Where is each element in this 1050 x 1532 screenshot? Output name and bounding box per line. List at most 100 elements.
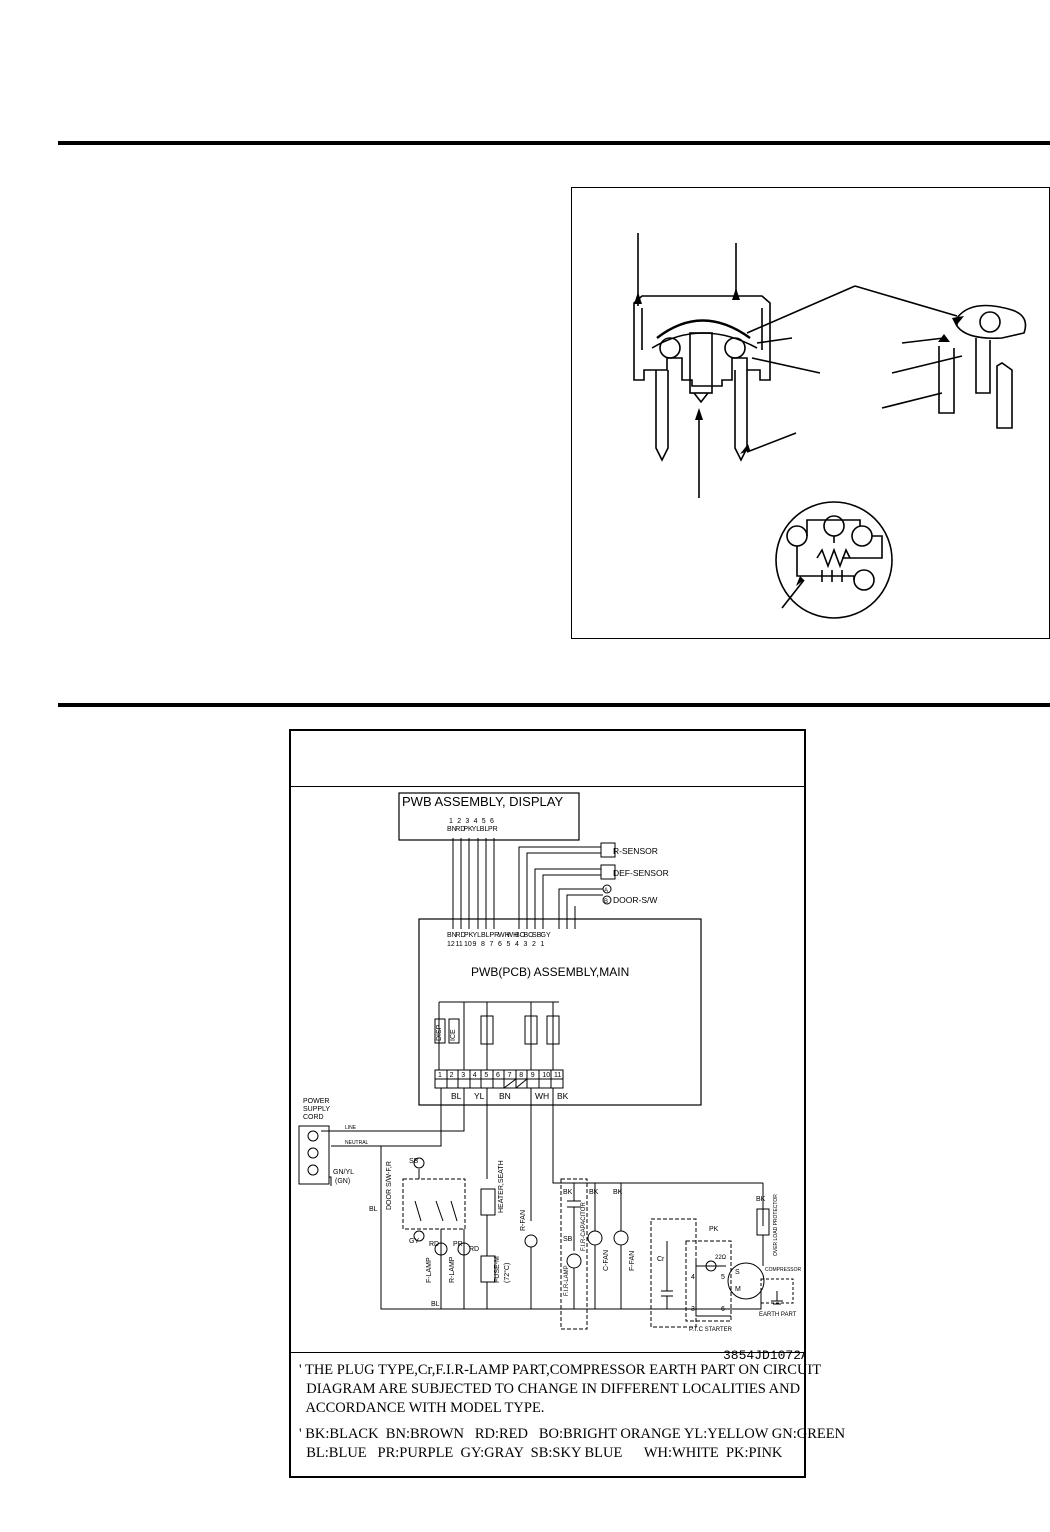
main-color-label: BO [515,932,526,939]
fir-lamp-label: F.I.R-LAMP [564,1265,570,1296]
display-color-label: PK [463,826,473,833]
display-pin-label: 4 [474,818,478,825]
ground-label-1: GN/YL [333,1169,354,1176]
terminal-color-bl: BL [451,1091,462,1101]
ptc-starter-label: P.T.C STARTER [689,1327,733,1333]
display-pin-label: 5 [482,818,486,825]
fir-capacitor-label: F.I.R-CAPACITOR [581,1202,587,1251]
wire-tag: SB [409,1158,419,1165]
main-color-label: BL [481,932,490,939]
door-switch-label: DOOR S/W-F,R [386,1161,393,1210]
terminal-color-bk: BK [557,1091,569,1101]
terminal-color-yl: YL [474,1091,485,1101]
terminal-pin-label: 11 [554,1072,561,1079]
main-color-label: YL [473,932,482,939]
main-pin-label: 11 [456,941,463,948]
main-pin-label: 10 [464,941,472,948]
wire-tag: RD [429,1241,439,1248]
ptc-starter-figure [571,187,1050,639]
display-pin-label: 2 [457,818,461,825]
color-legend-line-2: BL:BLUE PR:PURPLE GY:GRAY SB:SKY BLUE WH… [299,1445,783,1461]
earth-part-label: EARTH PART [759,1312,797,1318]
neutral-label: NEUTRAL [345,1140,369,1146]
ptc-pin-label: M [735,1286,741,1293]
wire-tag: PK [709,1226,719,1233]
display-color-label: BN [447,826,457,833]
overload-protector-label: OVER LOAD PROTECTOR [773,1194,779,1256]
terminal-pin-label: 10 [542,1072,550,1079]
color-legend-line-1: ' BK:BLACK BN:BROWN RD:RED BO:BRIGHT ORA… [299,1426,846,1442]
fuse-label: FUSE-M [494,1256,501,1283]
ground-label-2: (GN) [335,1178,350,1185]
ptc-pin-label: S [735,1269,740,1276]
display-color-label: YL [472,826,481,833]
ptc-pin-label: 6 [721,1306,725,1313]
terminal-pin-label: 1 [438,1072,442,1079]
main-pin-label: 5 [507,941,511,948]
top-section-rule [58,141,1050,145]
terminal-pin-label: 3 [461,1072,465,1079]
main-pin-label: 7 [490,941,494,948]
display-color-label: BL [480,826,489,833]
main-board-label: PWB(PCB) ASSEMBLY,MAIN [471,965,629,979]
main-pin-label: 3 [524,941,528,948]
r-lamp-label: R-LAMP [449,1256,456,1283]
wire-tag: BK [756,1196,766,1203]
door-sw-label: DOOR-S/W [613,895,657,905]
wire-tag: BL [431,1301,440,1308]
main-color-label: SB [532,932,542,939]
ptc-starter-drawing [633,233,1027,619]
ptc-pin-label: 3 [691,1306,695,1313]
terminal-pin-label: 7 [508,1072,512,1079]
r-sensor-label: R-SENSOR [613,846,658,856]
main-color-label: BN [447,932,457,939]
ptc-pin-label: 4 [691,1274,695,1281]
terminal-color-bn: BN [499,1091,511,1101]
wire-tag: SB [563,1236,573,1243]
def-sensor-label: DEF-SENSOR [613,868,669,878]
main-color-label: PK [464,932,474,939]
wire-tag: RD [469,1246,479,1253]
marker-b: B [604,899,608,905]
display-pin-label: 3 [465,818,469,825]
main-pin-label: 1 [541,941,545,948]
fuse-rating-label: (72°C) [503,1263,511,1283]
display-color-label: RD [455,826,465,833]
relay-label: DISP [436,1024,443,1041]
middle-section-rule [58,703,1050,707]
display-pin-label: 6 [490,818,494,825]
power-cord-label-1: POWER [303,1098,329,1105]
drawing-number: 3854JD1072A [723,1348,804,1363]
circuit-notes: ' THE PLUG TYPE,Cr,F.I.R-LAMP PART,COMPR… [299,1362,822,1416]
main-pin-label: 9 [473,941,477,948]
relay-label: ICE [450,1029,457,1041]
terminal-pin-label: 6 [496,1072,500,1079]
main-pin-label: 6 [498,941,502,948]
ptc-symbol-label: 22Ω [715,1255,727,1261]
f-fan-label: F-FAN [629,1251,636,1271]
display-pin-label: 1 [449,818,453,825]
notes-section: ' THE PLUG TYPE,Cr,F.I.R-LAMP PART,COMPR… [291,1352,846,1476]
display-board-label: PWB ASSEMBLY, DISPLAY [402,794,563,809]
wire-tag: PR [453,1241,463,1248]
power-cord-label-3: CORD [303,1114,324,1121]
heater-label: HEATER,SEATH [498,1160,505,1213]
wire-tag: GY [409,1238,419,1245]
cr-label: Cr [657,1256,665,1263]
terminal-pin-label: 2 [450,1072,454,1079]
display-color-label: PR [488,826,498,833]
main-pin-label: 8 [481,941,485,948]
main-color-label: WH [498,932,510,939]
wire-tag: BL [369,1206,378,1213]
power-cord-label-2: SUPPLY [303,1106,330,1113]
terminal-pin-label: 4 [473,1072,477,1079]
f-lamp-label: F-LAMP [426,1257,433,1283]
circuit-header-band [291,731,804,787]
marker-a: A [604,888,608,894]
terminal-color-wh: WH [535,1091,549,1101]
main-pin-label: 4 [515,941,519,948]
circuit-schematic: PWB ASSEMBLY, DISPLAY R-SENSOR DEF-SENSO… [298,792,804,1363]
main-color-label: BO [524,932,535,939]
main-color-label: PR [490,932,500,939]
